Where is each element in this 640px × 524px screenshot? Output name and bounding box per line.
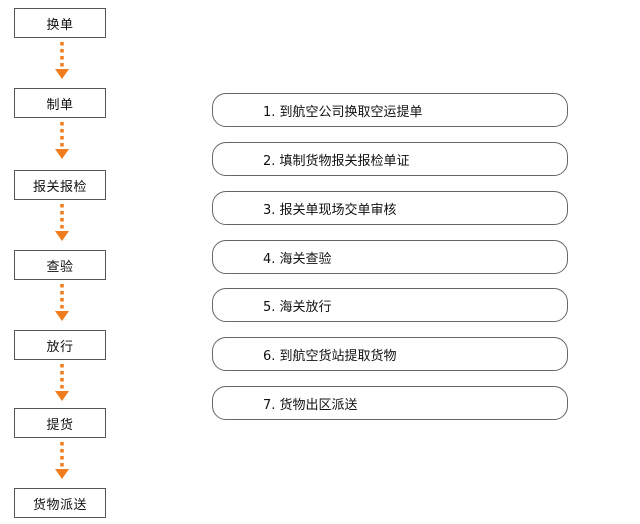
detail-step-item: 2. 填制货物报关报检单证: [212, 142, 568, 176]
detail-step-item: 1. 到航空公司换取空运提单: [212, 93, 568, 127]
detail-step-label: 7. 货物出区派送: [263, 397, 358, 413]
detail-step-item: 6. 到航空货站提取货物: [212, 337, 568, 371]
flow-step-prepare-documents: 制单: [14, 88, 106, 118]
flow-arrow-icon: [55, 364, 69, 401]
detail-step-label: 1. 到航空公司换取空运提单: [263, 104, 423, 120]
flow-step-label: 放行: [46, 339, 74, 355]
flow-arrow-icon: [55, 122, 69, 159]
flow-step-delivery: 货物派送: [14, 488, 106, 518]
detail-step-label: 5. 海关放行: [263, 299, 332, 315]
flow-step-label: 查验: [46, 259, 74, 275]
flow-step-label: 货物派送: [32, 497, 87, 513]
flow-arrow-icon: [55, 442, 69, 479]
detail-step-label: 6. 到航空货站提取货物: [263, 348, 397, 364]
detail-step-item: 5. 海关放行: [212, 288, 568, 322]
flow-step-label: 提货: [46, 417, 74, 433]
flow-step-release: 放行: [14, 330, 106, 360]
flow-step-label: 换单: [46, 17, 74, 33]
flow-step-customs-declaration: 报关报检: [14, 170, 106, 200]
flow-step-exchange-order: 换单: [14, 8, 106, 38]
flow-arrow-icon: [55, 204, 69, 241]
flow-arrow-icon: [55, 42, 69, 79]
detail-step-label: 3. 报关单现场交单审核: [263, 202, 397, 218]
detail-step-label: 4. 海关查验: [263, 251, 332, 267]
detail-step-item: 3. 报关单现场交单审核: [212, 191, 568, 225]
flow-step-label: 报关报检: [32, 179, 87, 195]
detail-step-item: 4. 海关查验: [212, 240, 568, 274]
flow-step-inspection: 查验: [14, 250, 106, 280]
flow-step-pickup: 提货: [14, 408, 106, 438]
flow-arrow-icon: [55, 284, 69, 321]
detail-step-item: 7. 货物出区派送: [212, 386, 568, 420]
detail-step-label: 2. 填制货物报关报检单证: [263, 153, 410, 169]
flow-step-label: 制单: [46, 97, 74, 113]
